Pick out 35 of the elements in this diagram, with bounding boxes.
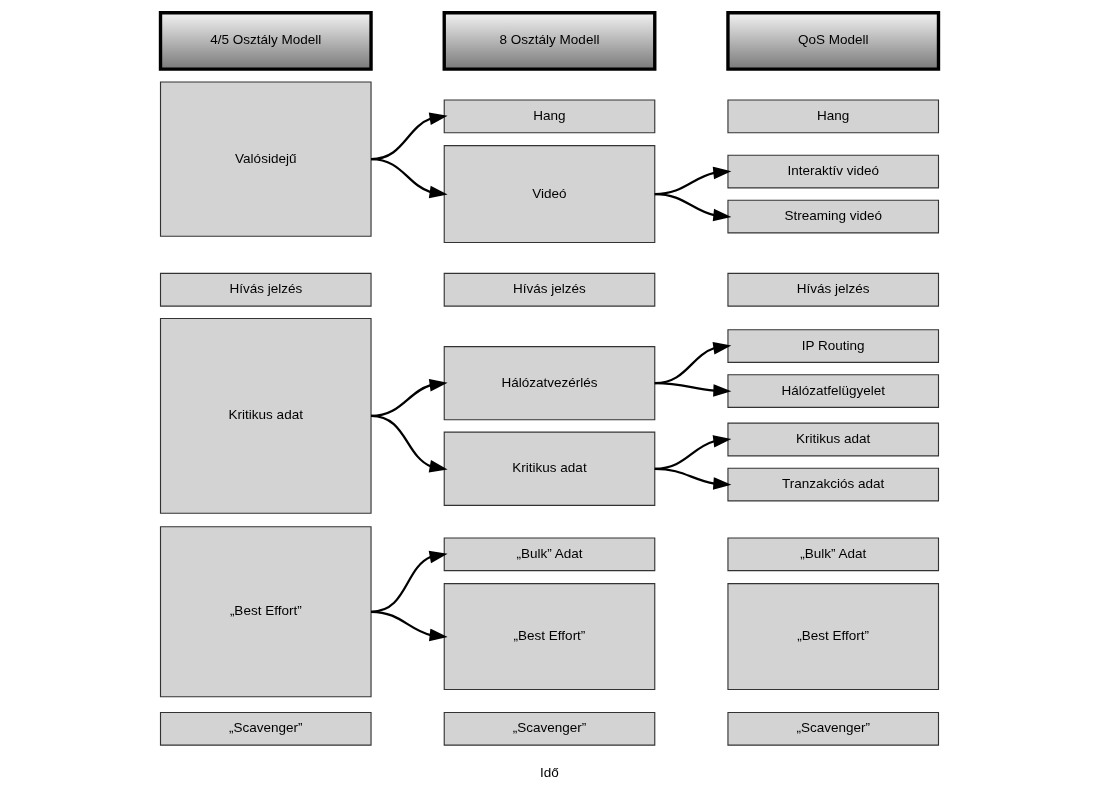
- node-box: „Scavenger”: [443, 711, 655, 746]
- node-box: 8 Osztály Modell: [442, 11, 656, 71]
- label: Idő: [539, 765, 559, 781]
- node-box: Interaktív videó: [726, 154, 939, 189]
- arrow: [654, 382, 731, 397]
- node-box: Tranzakciós adat: [726, 467, 939, 502]
- node-box: Kritikus adat: [159, 317, 372, 514]
- node-box: „Best Effort”: [159, 526, 372, 698]
- node-box: „Scavenger”: [726, 711, 939, 746]
- node-box: Kritikus adat: [726, 422, 939, 457]
- node-box: Hálózatvezérlés: [443, 346, 655, 421]
- node-box: Hívás jelzés: [443, 272, 655, 307]
- arrow: [370, 610, 448, 642]
- node-box: QoS Modell: [725, 11, 940, 71]
- node-box: IP Routing: [726, 329, 939, 363]
- node-box: Streaming videó: [726, 199, 939, 234]
- arrow: [370, 158, 448, 199]
- node-box: „Best Effort”: [443, 583, 655, 690]
- node-box: Hálózatfelügyelet: [726, 374, 939, 408]
- node-box: Videó: [443, 145, 655, 244]
- node-box: Hang: [443, 99, 655, 134]
- arrow: [654, 467, 731, 490]
- node-box: Hívás jelzés: [726, 272, 939, 307]
- node-box: „Bulk” Adat: [726, 537, 939, 572]
- node-box: „Best Effort”: [726, 583, 939, 690]
- node-box: 4/5 Osztály Modell: [158, 11, 373, 71]
- node-box: Hívás jelzés: [159, 272, 372, 307]
- arrow: [654, 192, 731, 222]
- arrow: [370, 414, 448, 473]
- node-box: „Bulk” Adat: [443, 537, 655, 572]
- node-box: „Scavenger”: [159, 711, 372, 746]
- node-box: Valósidejű: [159, 81, 372, 237]
- node-box: Kritikus adat: [443, 431, 655, 506]
- arrow: [370, 550, 448, 613]
- node-box: Hang: [726, 99, 939, 134]
